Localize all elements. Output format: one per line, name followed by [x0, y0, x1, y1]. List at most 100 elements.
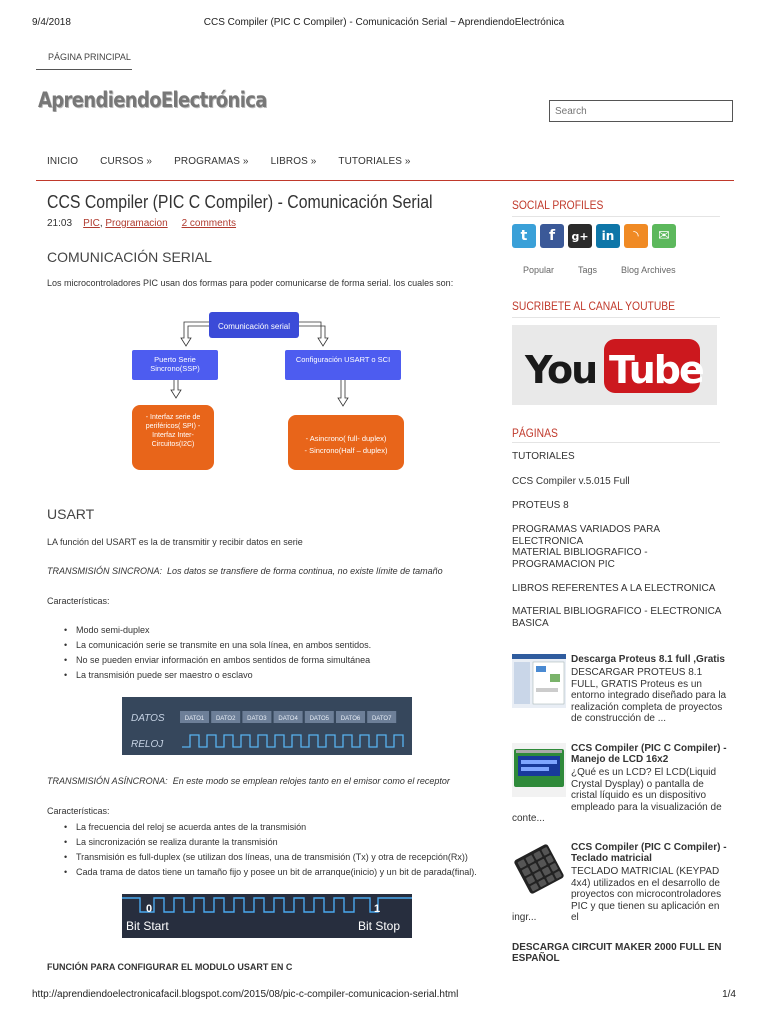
- datos-cell: [273, 711, 303, 723]
- usart-description: LA función del USART es la de transmitir…: [47, 537, 303, 547]
- tab-pagina-principal[interactable]: PÁGINA PRINCIPAL: [36, 52, 132, 70]
- page-link-proteus[interactable]: PROTEUS 8: [512, 500, 569, 511]
- datos-cell: [180, 711, 209, 723]
- characteristics-label-1: Características:: [47, 596, 110, 606]
- popular-post-title[interactable]: CCS Compiler (PIC C Compiler) - Teclado …: [571, 842, 727, 864]
- async-line: TRANSMISIÓN ASÍNCRONA: En este modo se e…: [47, 776, 450, 786]
- heading-usart: USART: [47, 506, 95, 522]
- page-link-material-basica[interactable]: MATERIAL BIBLIOGRAFICO - ELECTRONICA BAS…: [512, 606, 721, 629]
- async-frame-figure: 0 1 Bit Start Bit Stop: [122, 894, 412, 938]
- nav-libros[interactable]: LIBROS »: [270, 156, 317, 167]
- youtube-you: You: [524, 348, 596, 392]
- email-icon[interactable]: ✉: [652, 224, 676, 248]
- async-bullet-list: La frecuencia del reloj se acuerda antes…: [64, 822, 477, 882]
- diagram-root-label: Comunicación serial: [218, 322, 290, 331]
- datos-cell: [304, 711, 334, 723]
- diagram-left-detail-box: [132, 405, 214, 470]
- tab-popular[interactable]: Popular: [523, 265, 555, 275]
- tab-tags[interactable]: Tags: [578, 265, 598, 275]
- datos-cell-label: DATO1: [185, 716, 205, 722]
- bit-one-label: 1: [374, 903, 380, 915]
- intro-text: Los microcontroladores PIC usan dos form…: [47, 278, 454, 288]
- label-link-programacion[interactable]: Programacion: [105, 218, 168, 229]
- serial-diagram: Comunicación serial Puerto Serie Sincron…: [132, 312, 404, 470]
- datos-cell: [242, 711, 272, 723]
- list-item: La comunicación serie se transmite en un…: [64, 640, 371, 655]
- divider: [512, 216, 720, 217]
- main-nav: INICIO CURSOS » PROGRAMAS » LIBROS » TUT…: [36, 156, 734, 181]
- datos-label: DATOS: [131, 713, 165, 724]
- rss-icon[interactable]: ◝: [624, 224, 648, 248]
- diagram-arrows: [170, 321, 349, 407]
- lcd-thumbnail: [512, 743, 566, 797]
- post-time: 21:03: [47, 218, 73, 229]
- popular-post-title[interactable]: CCS Compiler (PIC C Compiler) - Manejo d…: [571, 743, 727, 765]
- linkedin-glyph: in: [601, 229, 615, 243]
- youtube-red-block: [604, 339, 700, 393]
- list-item: Cada trama de datos tiene un tamaño fijo…: [64, 867, 477, 882]
- page-link-material-pic[interactable]: MATERIAL BIBLIOGRAFICO - PROGRAMACION PI…: [512, 547, 648, 570]
- nav-inicio[interactable]: INICIO: [47, 156, 79, 167]
- async-waveform: [122, 897, 412, 913]
- page-link-ccs-compiler[interactable]: CCS Compiler v.5.015 Full: [512, 476, 630, 487]
- diagram-left-box: [132, 350, 218, 380]
- linkedin-icon[interactable]: in: [596, 224, 620, 248]
- page-link-libros[interactable]: LIBROS REFERENTES A LA ELECTRONICA: [512, 583, 716, 594]
- clock-waveform: [182, 734, 404, 748]
- popular-post-snippet: ¿Qué es un LCD? El LCD(Liquid Crystal Dy…: [571, 767, 722, 813]
- twitter-icon[interactable]: t: [512, 224, 536, 248]
- popular-post-snippet: DESCARGAR PROTEUS 8.1 FULL, GRATIS Prote…: [571, 667, 727, 724]
- characteristics-label-2: Características:: [47, 806, 110, 816]
- popular-post[interactable]: Descarga Proteus 8.1 full ,Gratis DESCAR…: [512, 654, 726, 724]
- site-logo[interactable]: AprendiendoElectrónica: [38, 88, 267, 112]
- datos-cell-label: DATO7: [372, 716, 392, 722]
- print-title: CCS Compiler (PIC C Compiler) - Comunica…: [203, 17, 565, 28]
- diagram-right-detail-1: - Asincrono( full- duplex): [306, 434, 387, 443]
- social-profiles-heading: SOCIAL PROFILES: [512, 198, 604, 212]
- search-input[interactable]: [549, 100, 733, 122]
- sync-line: TRANSMISIÓN SINCRONA: Los datos se trans…: [47, 566, 443, 576]
- page-link-programas[interactable]: PROGRAMAS VARIADOS PARA ELECTRONICA: [512, 524, 660, 547]
- tab-blog-archives[interactable]: Blog Archives: [621, 265, 676, 275]
- popular-post-title[interactable]: DESCARGA CIRCUIT MAKER 2000 FULL EN ESPA…: [512, 942, 722, 964]
- divider: [512, 317, 720, 318]
- datos-cell-label: DATO6: [341, 716, 361, 722]
- list-item: Modo semi-duplex: [64, 625, 371, 640]
- sync-title: TRANSMISIÓN SINCRONA:: [47, 566, 163, 576]
- divider: [512, 442, 720, 443]
- popular-post[interactable]: CCS Compiler (PIC C Compiler) - Teclado …: [512, 842, 727, 923]
- list-item: No se pueden enviar información en ambos…: [64, 655, 371, 670]
- nav-programas[interactable]: PROGRAMAS »: [174, 156, 249, 167]
- nav-tutoriales[interactable]: TUTORIALES »: [338, 156, 411, 167]
- datos-cell-label: DATO5: [310, 716, 330, 722]
- google-plus-glyph: g+: [571, 229, 589, 243]
- diagram-right-label: Configuración USART o SCI: [295, 355, 391, 364]
- nav-cursos[interactable]: CURSOS »: [100, 156, 153, 167]
- diagram-right-detail-box: [288, 415, 404, 470]
- post-meta: 21:03 PIC, Programacion 2 comments: [47, 218, 236, 229]
- youtube-logo-graphic: You Tube: [524, 339, 705, 393]
- popular-post[interactable]: CCS Compiler (PIC C Compiler) - Manejo d…: [512, 743, 727, 824]
- proteus-thumbnail: [512, 654, 566, 708]
- google-plus-icon[interactable]: g+: [568, 224, 592, 248]
- page-link-tutoriales[interactable]: TUTORIALES: [512, 451, 575, 462]
- diagram-root-box: [209, 312, 299, 338]
- facebook-icon[interactable]: f: [540, 224, 564, 248]
- popular-post-title[interactable]: Descarga Proteus 8.1 full ,Gratis: [571, 654, 725, 665]
- datos-cell-label: DATO3: [247, 716, 267, 722]
- bit-start-label: Bit Start: [126, 919, 169, 933]
- datos-cell: [336, 711, 365, 723]
- youtube-tube: Tube: [609, 348, 703, 392]
- datos-cell-label: DATO2: [216, 716, 236, 722]
- async-title: TRANSMISIÓN ASÍNCRONA:: [47, 776, 168, 786]
- label-link-pic[interactable]: PIC: [83, 218, 100, 229]
- diagram-right-box: [285, 350, 401, 380]
- popular-post-snippet-tail: ingr...: [512, 912, 537, 923]
- comments-link[interactable]: 2 comments: [181, 218, 237, 229]
- keypad-thumbnail: [512, 842, 566, 896]
- diagram-right-detail-2: - Sincrono(Half – duplex): [305, 446, 388, 455]
- youtube-logo[interactable]: You Tube: [512, 325, 717, 405]
- social-icons: t f g+ in ◝ ✉: [512, 224, 676, 248]
- datos-cell: [211, 711, 241, 723]
